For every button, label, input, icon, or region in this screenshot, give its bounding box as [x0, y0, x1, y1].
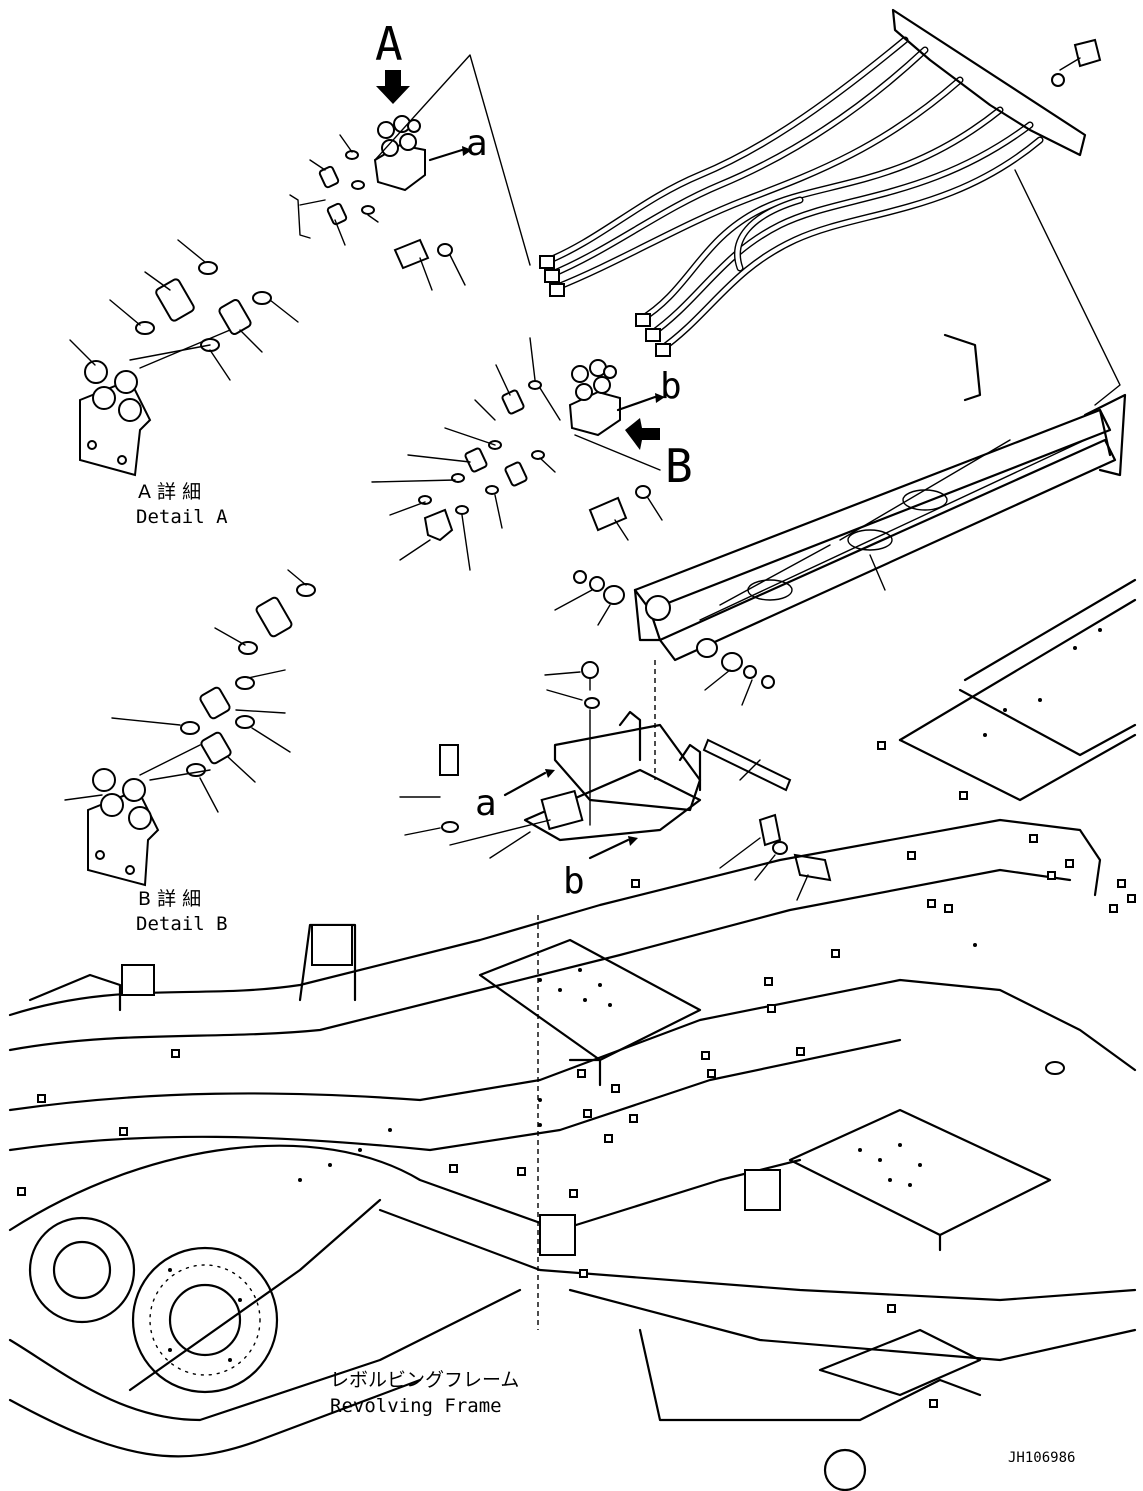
- washer: [589, 576, 605, 592]
- hose-end-fitting: [544, 269, 560, 283]
- detail-b-adapter: [200, 731, 232, 765]
- washer: [437, 243, 453, 257]
- o-ring: [528, 380, 542, 390]
- view-a-arrow-icon: [376, 70, 410, 104]
- callout-a-lower: a: [475, 783, 497, 824]
- detail-a-adapter: [155, 278, 195, 322]
- manifold-bracket: [891, 8, 1087, 157]
- adapter-fitting: [326, 202, 348, 226]
- pin: [702, 738, 792, 792]
- frame-block: [311, 924, 353, 966]
- view-b-arrow-icon: [625, 418, 660, 450]
- o-ring: [531, 450, 545, 460]
- mount-bracket: a b: [399, 660, 832, 902]
- hose-end-fitting: [655, 343, 671, 357]
- o-ring: [485, 485, 499, 495]
- view-b-letter: B: [665, 439, 693, 493]
- o-ring: [235, 676, 255, 690]
- o-ring: [198, 261, 218, 275]
- mount-block: [540, 789, 584, 831]
- detail-a-adapter: [218, 298, 252, 336]
- callout-b-upper: b: [660, 366, 682, 407]
- callout-a-upper: a: [466, 123, 488, 164]
- washer: [743, 665, 757, 679]
- callout-b-lower: b: [563, 861, 585, 902]
- weld-nuts: [17, 741, 1136, 1408]
- washer: [635, 485, 651, 499]
- centre-deck: [478, 938, 702, 1062]
- frame-block: [744, 1169, 781, 1211]
- view-a-group: A a: [289, 17, 531, 291]
- adapter-fitting: [501, 389, 525, 415]
- hose-end-fitting: [645, 328, 661, 342]
- detail-b-adapter: [255, 596, 293, 638]
- bearing-boss: [28, 1216, 136, 1324]
- detail-b-group: B 詳 細 Detail B: [64, 569, 316, 935]
- view-b-group: b B: [371, 337, 693, 571]
- bolt: [793, 853, 832, 882]
- eye-bolt: [581, 661, 599, 679]
- bolt: [588, 496, 628, 532]
- coupler-block-a: [373, 115, 426, 192]
- washer: [772, 841, 788, 855]
- o-ring: [361, 205, 375, 215]
- elbow-fitting: [423, 508, 454, 542]
- detail-a-group: A 詳 細 Detail A: [69, 239, 299, 528]
- o-ring: [252, 291, 272, 305]
- bolt: [439, 744, 459, 776]
- hose-end-fitting: [635, 313, 651, 327]
- adapter-fitting: [318, 165, 340, 189]
- washer: [573, 570, 587, 584]
- detail-b-title-jp: B 詳 細: [138, 888, 201, 910]
- coupler-block-b: [568, 359, 621, 437]
- detail-b-title-en: Detail B: [136, 913, 228, 935]
- frame-title-en: Revolving Frame: [330, 1395, 502, 1417]
- right-deck: [788, 1108, 1052, 1237]
- bolt: [393, 238, 430, 270]
- o-ring: [351, 180, 365, 190]
- frame-title-jp: レボルビングフレーム: [330, 1369, 519, 1391]
- drawing-number: JH106986: [1008, 1450, 1075, 1466]
- detail-a-title-en: Detail A: [136, 506, 228, 528]
- washer: [1051, 73, 1065, 87]
- bushing: [721, 652, 743, 672]
- o-ring: [451, 473, 465, 483]
- bushing: [603, 585, 625, 605]
- bushing: [696, 638, 718, 658]
- frame-bolt-holes: [168, 628, 1102, 1362]
- o-ring: [238, 641, 258, 655]
- washer: [441, 821, 459, 833]
- washer: [584, 697, 600, 709]
- o-ring: [296, 583, 316, 597]
- o-ring: [180, 721, 200, 735]
- hose-end-fitting: [549, 283, 565, 297]
- hose-end-fitting: [539, 255, 555, 269]
- o-ring: [455, 505, 469, 515]
- bolt-head: [1073, 38, 1102, 68]
- o-ring: [418, 495, 432, 505]
- adapter-fitting: [504, 461, 528, 487]
- stay-frame: [554, 333, 1127, 706]
- revolving-frame: [8, 578, 1137, 1491]
- o-ring: [235, 715, 255, 729]
- frame-block: [121, 964, 155, 996]
- rubber-mount: [1045, 1061, 1065, 1075]
- bearing-boss: [131, 1246, 279, 1394]
- frame-block: [539, 1214, 576, 1256]
- detail-a-title-jp: A 詳 細: [138, 481, 201, 503]
- washer: [761, 675, 775, 689]
- lock-plate: [758, 813, 782, 847]
- pivot-boss: [645, 595, 671, 621]
- view-a-letter: A: [375, 17, 403, 71]
- detail-b-adapter: [199, 686, 231, 720]
- hose-bundle: [539, 8, 1102, 357]
- adapter-fitting: [464, 447, 488, 473]
- o-ring: [186, 763, 206, 777]
